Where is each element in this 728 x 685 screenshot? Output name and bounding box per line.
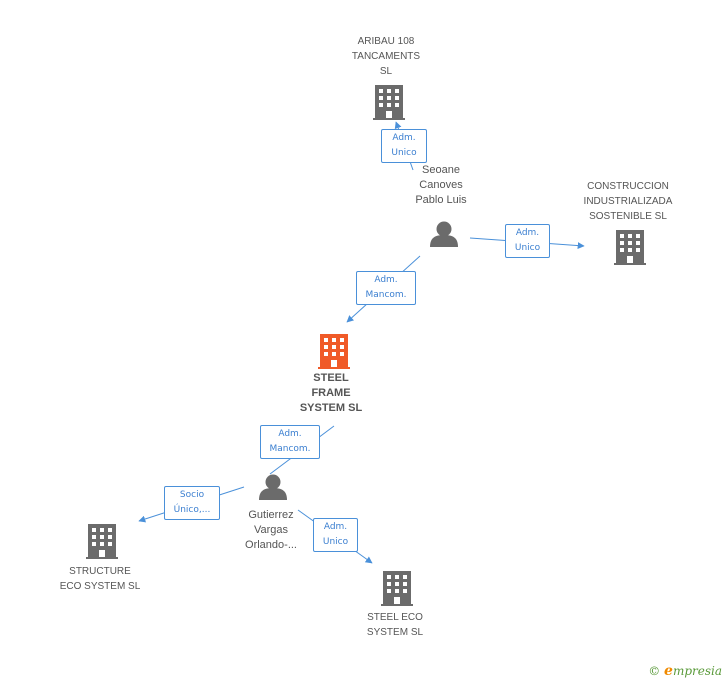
label-line: Pablo Luis	[415, 194, 467, 206]
edge-label-seoane-aribau[interactable]: Adm. Unico	[381, 129, 427, 163]
edge-label-line: Mancom.	[365, 290, 407, 300]
edge-label-gutierrez-structure-eco[interactable]: Socio Único,...	[164, 486, 220, 520]
label-line: SYSTEM SL	[299, 402, 363, 414]
empresia-logo[interactable]: © empresia	[648, 663, 722, 679]
brand-name: mpresia	[672, 664, 722, 678]
brand-initial: e	[664, 663, 673, 679]
edge-label-seoane-construccion[interactable]: Adm. Unico	[505, 224, 550, 258]
label-line: ARIBAU 108	[357, 36, 415, 47]
building-icon[interactable]	[381, 571, 413, 606]
label-line: STEEL ECO	[367, 612, 423, 623]
label-line: ECO SYSTEM SL	[59, 581, 141, 592]
node-label-steel-eco[interactable]: STEEL ECO SYSTEM SL	[345, 610, 445, 640]
node-label-seoane[interactable]: Seoane Canoves Pablo Luis	[391, 163, 491, 208]
edge-label-line: Único,...	[173, 505, 211, 515]
edge-label-line: Adm.	[323, 522, 348, 532]
person-icon[interactable]	[430, 221, 458, 248]
building-icon[interactable]	[373, 85, 405, 120]
edge-label-line: Unico	[322, 537, 349, 547]
label-line: Canoves	[419, 179, 463, 191]
edge-label-line: Adm.	[278, 429, 302, 439]
label-line: TANCAMENTS	[351, 51, 421, 62]
edge-label-line: Adm.	[392, 133, 416, 143]
node-label-construccion[interactable]: CONSTRUCCION INDUSTRIALIZADA SOSTENIBLE …	[572, 179, 684, 224]
label-line: Seoane	[422, 164, 460, 176]
edge-label-gutierrez-steel-eco[interactable]: Adm. Unico	[313, 518, 358, 552]
edge-label-gutierrez-steel-frame[interactable]: Adm. Mancom.	[260, 425, 320, 459]
edge-label-line: Adm.	[374, 275, 398, 285]
node-label-structure-eco[interactable]: STRUCTURE ECO SYSTEM SL	[44, 564, 156, 594]
building-icon[interactable]	[318, 334, 350, 369]
label-line: CONSTRUCCION	[587, 181, 669, 192]
label-line: STRUCTURE	[69, 566, 131, 577]
building-icon[interactable]	[86, 524, 118, 559]
label-line: STEEL	[313, 372, 349, 384]
edge-label-line: Unico	[514, 243, 541, 253]
label-line: Gutierrez	[248, 509, 294, 521]
label-line: SL	[379, 66, 393, 77]
label-line: SOSTENIBLE SL	[589, 211, 667, 222]
copyright-symbol: ©	[648, 664, 661, 678]
label-line: FRAME	[311, 387, 351, 399]
edge-label-line: Mancom.	[269, 444, 311, 454]
edge-label-seoane-steel-frame[interactable]: Adm. Mancom.	[356, 271, 416, 305]
edge-label-line: Unico	[391, 148, 417, 158]
node-label-aribau[interactable]: ARIBAU 108 TANCAMENTS SL	[336, 34, 436, 79]
label-line: Vargas	[253, 524, 289, 536]
building-icon[interactable]	[614, 230, 646, 265]
node-label-steel-frame[interactable]: STEEL FRAME SYSTEM SL	[281, 371, 381, 416]
person-icon[interactable]	[259, 474, 287, 501]
node-label-gutierrez[interactable]: Gutierrez Vargas Orlando-...	[221, 508, 321, 553]
edge-label-line: Socio	[179, 490, 205, 500]
label-line: SYSTEM SL	[366, 627, 424, 638]
label-line: Orlando-...	[245, 539, 297, 551]
label-line: INDUSTRIALIZADA	[583, 196, 673, 207]
edge-label-line: Adm.	[515, 228, 540, 238]
